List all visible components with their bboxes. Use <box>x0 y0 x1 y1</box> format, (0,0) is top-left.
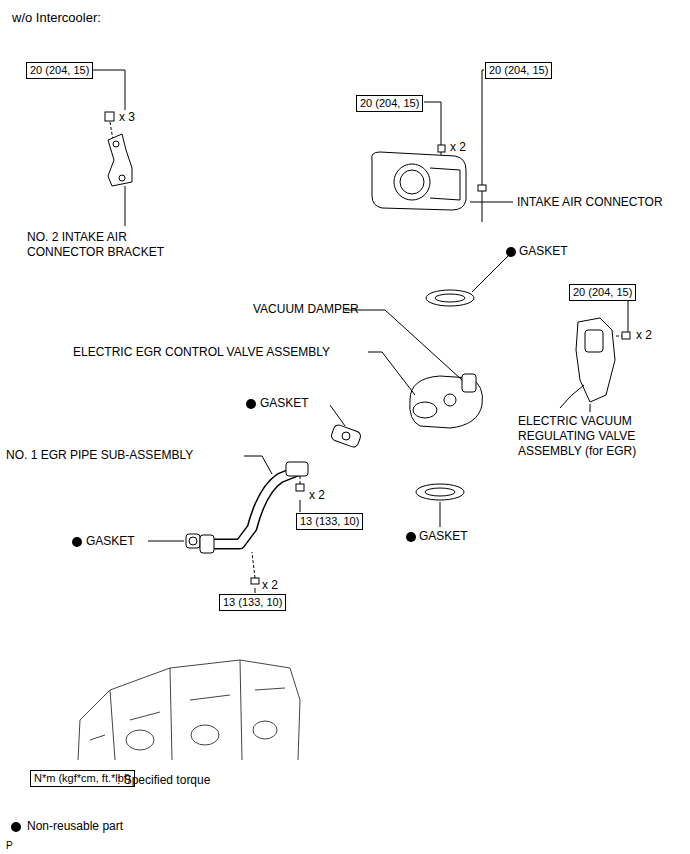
egr-pipe-drawing <box>200 456 308 584</box>
torque-value: 20 (204, 15) <box>30 64 89 76</box>
intake-air-connector-drawing <box>372 145 513 222</box>
quantity-label: x 2 <box>636 328 652 343</box>
torque-value: 13 (133, 10) <box>223 596 282 608</box>
part-label: INTAKE AIR CONNECTOR <box>517 195 663 210</box>
torque-value: 20 (204, 15) <box>489 64 548 76</box>
gasket-drawing <box>148 252 512 548</box>
part-label: : Specified torque <box>117 773 210 788</box>
egr-valve-drawing <box>345 310 483 428</box>
torque-box: 20 (204, 15) <box>569 284 636 301</box>
torque-value: 20 (204, 15) <box>360 97 419 109</box>
torque-box: 20 (204, 15) <box>356 95 423 112</box>
evrv-drawing <box>560 318 630 412</box>
quantity-label: x 2 <box>450 140 466 155</box>
title: w/o Intercooler: <box>12 10 101 25</box>
quantity-label: x 2 <box>309 488 325 503</box>
part-label: ELECTRIC VACUUM REGULATING VALVE ASSEMBL… <box>518 414 658 459</box>
torque-value: N*m (kgf*cm, ft.*lbf) <box>34 772 131 784</box>
part-label: NO. 2 INTAKE AIR CONNECTOR BRACKET <box>27 230 202 260</box>
part-label: NO. 1 EGR PIPE SUB-ASSEMBLY <box>6 448 193 463</box>
quantity-label: x 3 <box>119 110 135 125</box>
part-label: GASKET <box>419 529 468 544</box>
part-label: P <box>6 838 13 853</box>
part-label: ELECTRIC EGR CONTROL VALVE ASSEMBLY <box>73 345 330 360</box>
engine-sketch <box>78 660 300 760</box>
torque-box: 20 (204, 15) <box>485 62 552 79</box>
part-label: GASKET <box>86 534 135 549</box>
part-label: VACUUM DAMPER <box>253 302 359 317</box>
part-label: GASKET <box>260 396 309 411</box>
torque-value: 13 (133, 10) <box>300 515 359 527</box>
non-reusable-dot <box>11 247 516 832</box>
torque-box: 13 (133, 10) <box>296 513 363 530</box>
legend-text: Non-reusable part <box>27 819 123 833</box>
torque-leader <box>92 70 636 593</box>
quantity-label: x 2 <box>262 578 278 593</box>
torque-value: 20 (204, 15) <box>573 286 632 298</box>
part-label: GASKET <box>519 244 568 259</box>
torque-box: 20 (204, 15) <box>26 62 93 79</box>
torque-box: 13 (133, 10) <box>219 594 286 611</box>
bracket-drawing <box>105 112 132 226</box>
